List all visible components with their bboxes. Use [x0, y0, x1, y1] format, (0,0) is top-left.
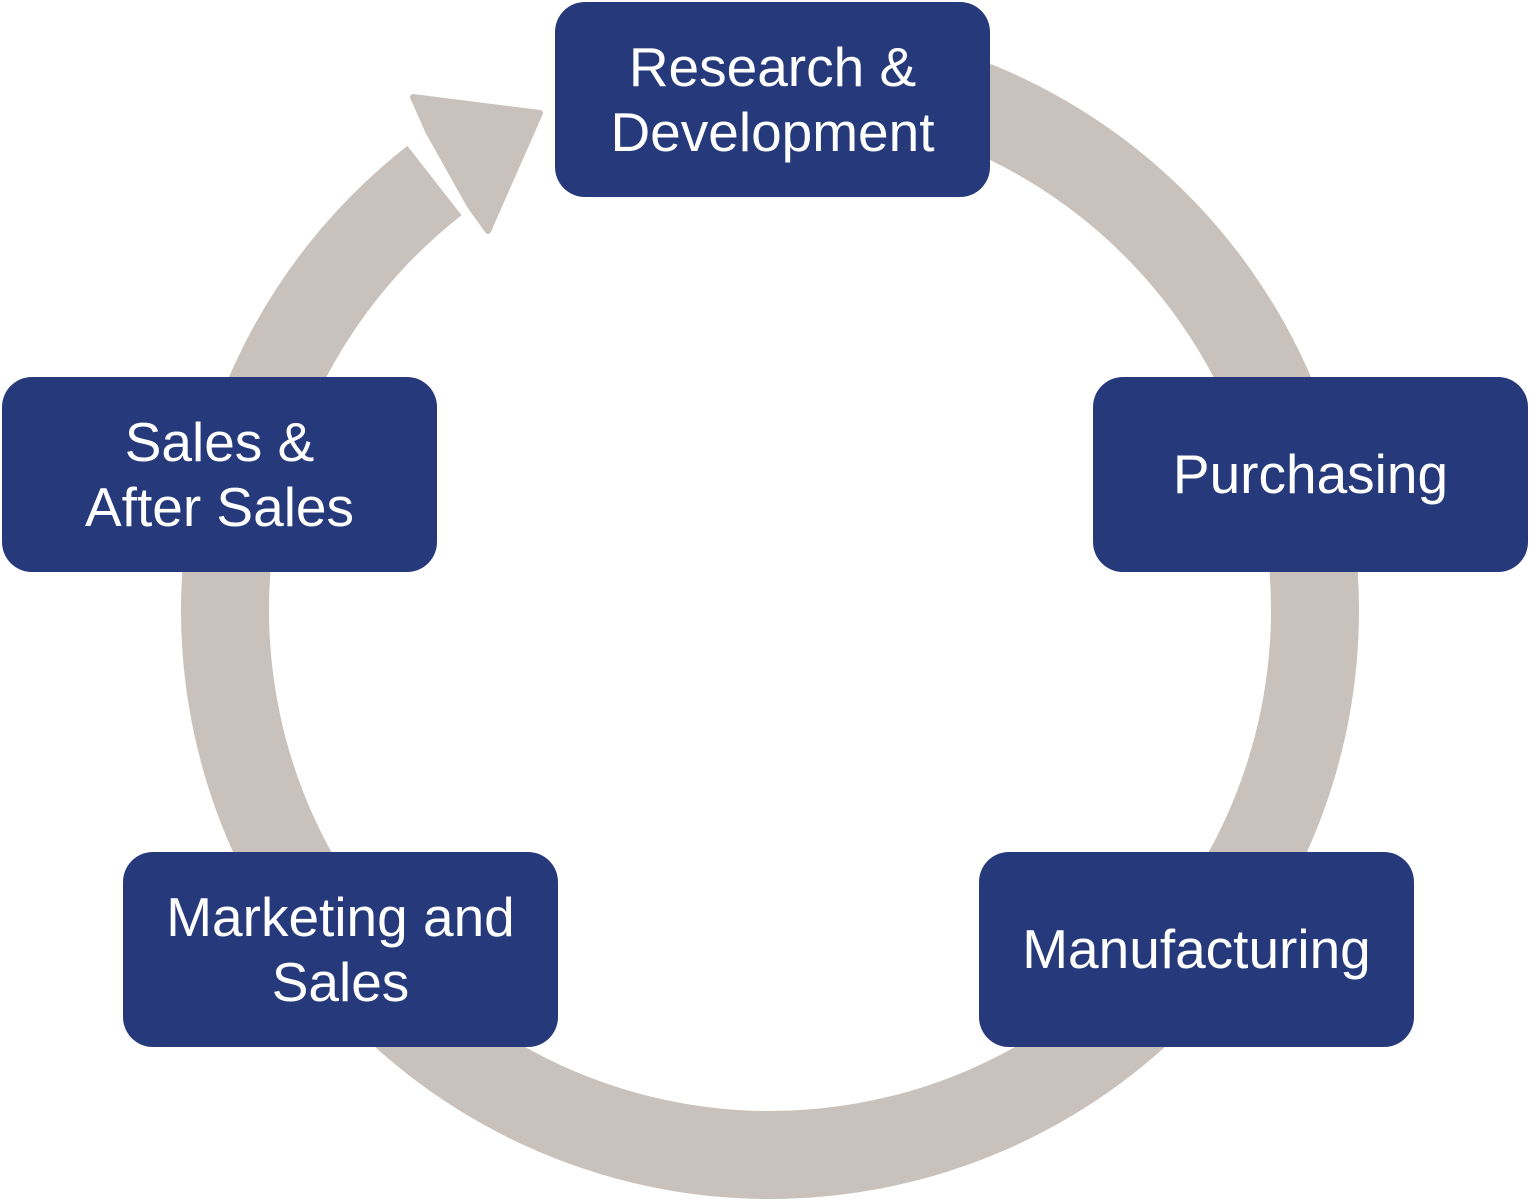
stage-marketing-and-sales: Marketing and Sales [123, 852, 558, 1047]
stage-label: Manufacturing [1022, 918, 1371, 980]
stage-label: Research & Development [610, 35, 935, 163]
stage-sales-after-sales: Sales & After Sales [2, 377, 437, 572]
stage-label: Marketing and Sales [166, 885, 515, 1013]
stage-label: Purchasing [1172, 443, 1449, 505]
stage-purchasing: Purchasing [1093, 377, 1528, 572]
stage-manufacturing: Manufacturing [979, 852, 1414, 1047]
stage-label: Sales & After Sales [84, 410, 354, 538]
stage-research-development: Research & Development [555, 2, 990, 197]
arrowhead-icon [410, 94, 543, 234]
